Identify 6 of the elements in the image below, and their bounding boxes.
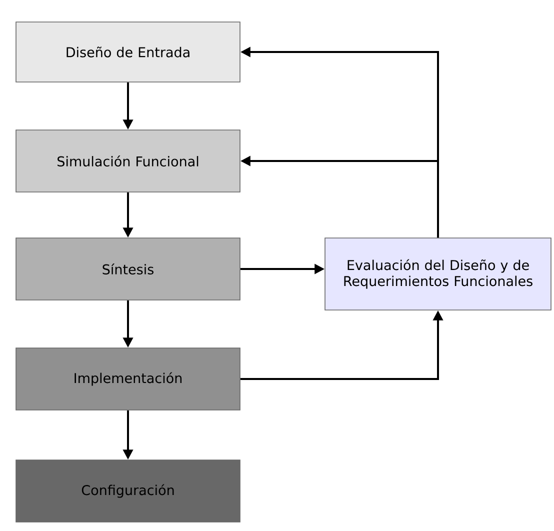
process-box: Implementación <box>16 348 240 410</box>
process-box: Simulación Funcional <box>16 130 240 192</box>
evaluation-box: Evaluación del Diseño y de Requerimientos Funcionales <box>324 238 552 310</box>
process-box: Configuración <box>16 460 240 522</box>
process-box: Síntesis <box>16 238 240 300</box>
process-box: Diseño de Entrada <box>16 22 240 82</box>
